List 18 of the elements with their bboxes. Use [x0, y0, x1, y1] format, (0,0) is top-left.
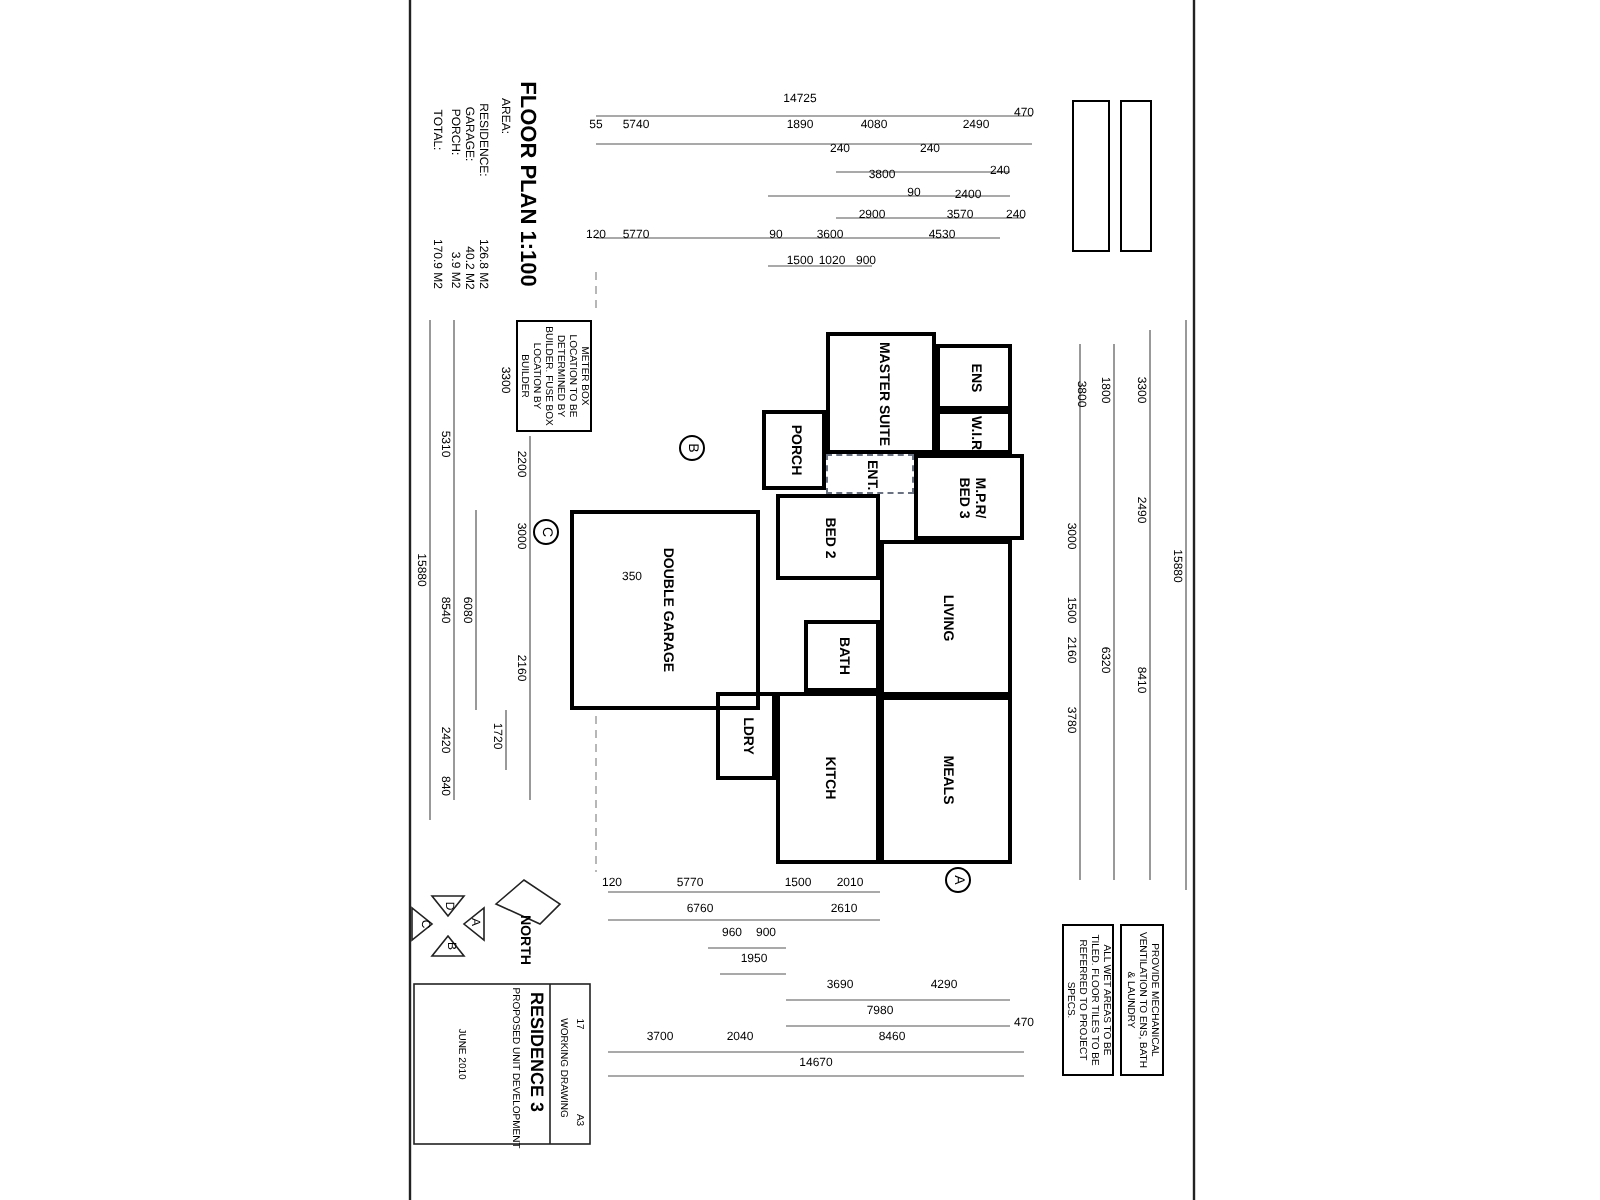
room: [826, 332, 936, 454]
room: [880, 540, 1012, 696]
room: [936, 410, 1012, 454]
drawing-name: RESIDENCE 3: [527, 991, 545, 1113]
room: [826, 454, 914, 494]
room: [776, 692, 880, 864]
plan-title: FLOOR PLAN 1:100: [515, 81, 537, 287]
room: [762, 410, 826, 490]
room: [880, 696, 1012, 864]
room: [776, 494, 880, 580]
room: [804, 620, 880, 692]
note-box: [1062, 924, 1114, 1076]
room: [716, 692, 776, 780]
note-box: [1120, 100, 1152, 252]
room: [570, 510, 760, 710]
room: [936, 344, 1012, 410]
room: [914, 454, 1024, 540]
note-box: [1072, 100, 1110, 252]
